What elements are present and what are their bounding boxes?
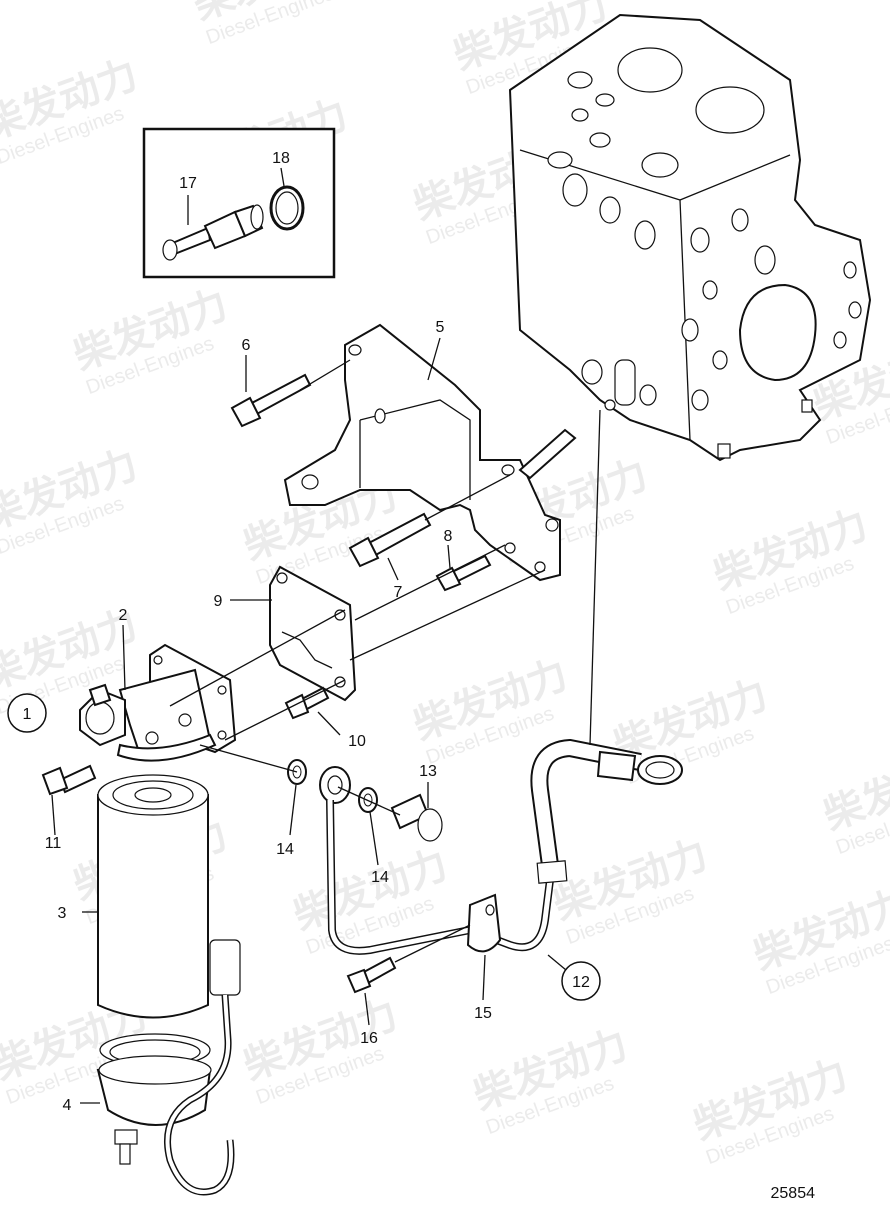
hose-nipple-fitting [162,204,264,261]
callout-3: 3 [58,905,67,922]
callout-11: 11 [45,835,62,852]
engine-block [508,13,872,462]
watermark: 柴发动力 Diesel-Engines [548,832,713,949]
bolt-part-7 [348,512,432,568]
watermark: 柴发动力 Diesel-Engines [0,52,143,169]
watermark: 柴发动力 Diesel-Engines [708,502,873,619]
callout-14: 14 [371,869,389,886]
callout-5: 5 [436,319,445,336]
water-separator-bowl [96,1033,212,1165]
bolt-part-6 [230,373,312,428]
mounting-bracket [283,323,577,582]
watermark: 柴发动力 Diesel-Engines [688,1052,853,1169]
assembly-lines [51,337,601,1104]
callout-13: 13 [419,763,437,780]
sealing-ring [269,185,305,231]
watermark: 柴发动力 Diesel-Engines [748,882,890,999]
callout-16: 16 [360,1030,378,1047]
svg-text:1: 1 [23,706,32,723]
callout-10: 10 [348,733,366,750]
callout-labels: 1 2 3 4 5 6 7 8 9 10 11 12 13 14 14 15 1… [7,150,601,1114]
callout-2: 2 [119,607,128,624]
callout-14: 14 [276,841,294,858]
banjo-bolt [390,793,443,842]
adapter-plate [269,565,357,702]
watermark: 柴发动力 Diesel-Engines [188,0,353,49]
watermark: 柴发动力 Diesel-Engines [468,1022,633,1139]
watermark: 柴发动力 Diesel-Engines [818,742,890,859]
watermark: 柴发动力 Diesel-Engines [68,282,233,399]
callout-18: 18 [272,150,290,167]
callout-1: 1 [7,693,47,733]
bolt-part-10 [284,686,330,720]
pipe-clamp [466,893,502,953]
callout-17: 17 [179,175,197,192]
diagram-number: 25854 [771,1185,816,1202]
watermark: 柴发动力 Diesel-Engines [238,992,403,1109]
bolt-part-16 [346,956,397,994]
watermark: 柴发动力 Diesel-Engines [0,442,143,559]
bolt-part-8 [435,554,492,592]
filter-head [79,643,237,762]
callout-6: 6 [242,337,251,354]
callout-4: 4 [63,1097,72,1114]
callout-8: 8 [444,528,453,545]
fuel-hose [530,738,683,884]
inset-detail-box [142,127,336,279]
sensor-cable [164,939,241,1196]
callout-12: 12 [561,961,601,1001]
callout-9: 9 [214,593,223,610]
bolt-part-11 [41,764,97,796]
svg-text:12: 12 [572,974,590,991]
callout-7: 7 [394,584,403,601]
callout-15: 15 [474,1005,492,1022]
filter-cartridge [97,774,209,1019]
